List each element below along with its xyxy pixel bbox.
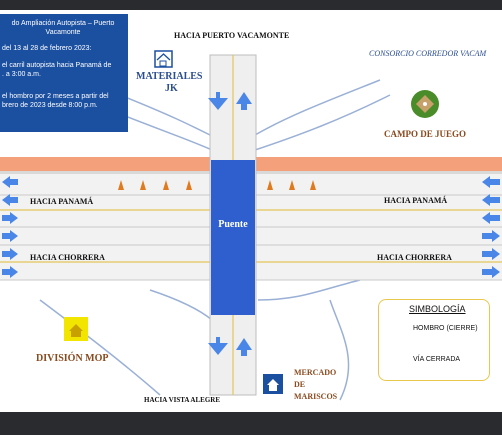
access-curve	[119, 94, 211, 136]
legend-title: SIMBOLOGÍA	[409, 304, 466, 314]
label-mercado-3: MARISCOS	[294, 392, 338, 401]
cone-icon	[118, 180, 124, 190]
info-line1: del 13 al 28 de febrero 2023:	[2, 45, 92, 52]
arrow-right-icon	[2, 212, 18, 224]
arrow-up-icon	[236, 92, 252, 110]
legend-item-shoulder: HOMBRO (CIERRE)	[413, 325, 478, 332]
info-line3a: el hombro por 2 meses a partir del	[2, 93, 109, 100]
access-curve	[329, 299, 350, 401]
arrow-left-icon	[482, 212, 500, 224]
cone-icon	[186, 180, 192, 190]
label-hacia-vista: HACIA VISTA ALEGRE	[144, 396, 220, 404]
bridge	[211, 160, 255, 315]
house-icon	[154, 50, 173, 68]
access-curve	[39, 299, 161, 396]
screen-bar	[0, 412, 502, 435]
house-icon	[263, 374, 283, 394]
arrow-left-icon	[482, 176, 500, 188]
info-line3b: brero de 2023 desde 8:00 p.m.	[2, 102, 98, 109]
info-box: do Ampliación Autopista – Puerto Vacamon…	[0, 14, 128, 132]
access-curve	[254, 79, 381, 136]
label-materiales-jk: JK	[165, 83, 178, 94]
arrow-down-icon	[208, 337, 228, 355]
legend-item-closed: VÍA CERRADA	[413, 356, 461, 363]
info-title-2: Vacamonte	[45, 29, 81, 36]
info-title-1: do Ampliación Autopista – Puerto	[11, 20, 115, 27]
arrow-right-icon	[482, 230, 500, 242]
arrow-left-icon	[2, 194, 18, 206]
label-hacia-panama-right: HACIA PANAMÁ	[384, 196, 448, 205]
label-hacia-panama-left: HACIA PANAMÁ	[30, 197, 94, 206]
label-puente: Puente	[218, 219, 248, 230]
cone-icon	[140, 180, 146, 190]
access-curve	[254, 94, 391, 151]
label-division: DIVISIÓN MOP	[36, 353, 109, 364]
info-line2b: . a 3:00 a.m.	[2, 71, 41, 78]
baseball-field-icon	[411, 90, 439, 118]
label-consorcio: CONSORCIO CORREDOR VACAM	[369, 49, 487, 58]
label-mercado-1: MERCADO	[294, 368, 337, 377]
arrow-right-icon	[2, 266, 18, 278]
label-campo: CAMPO DE JUEGO	[384, 129, 466, 139]
cone-icon	[289, 180, 295, 190]
label-hacia-chorrera-left: HACIA CHORRERA	[30, 253, 105, 262]
arrow-down-icon	[208, 92, 228, 110]
label-hacia-puerto: HACIA PUERTO VACAMONTE	[174, 31, 290, 40]
arrow-right-icon	[2, 248, 18, 260]
arrow-right-icon	[482, 248, 500, 260]
cones	[118, 180, 316, 190]
cone-icon	[163, 180, 169, 190]
arrow-up-icon	[236, 338, 252, 356]
house-icon	[64, 317, 88, 341]
label-mercado-2: DE	[294, 380, 306, 389]
arrow-right-icon	[2, 230, 18, 242]
access-curve	[149, 289, 213, 321]
access-curve	[257, 279, 361, 301]
screen-bar	[0, 0, 502, 10]
label-hacia-chorrera-right: HACIA CHORRERA	[377, 253, 452, 262]
arrow-right-icon	[482, 266, 500, 278]
info-line2a: el carril autopista hacia Panamá de	[2, 62, 112, 69]
arrow-left-icon	[482, 194, 500, 206]
label-materiales: MATERIALES	[136, 71, 203, 82]
cone-icon	[310, 180, 316, 190]
arrow-left-icon	[2, 176, 18, 188]
cone-icon	[267, 180, 273, 190]
legend: SIMBOLOGÍA HOMBRO (CIERRE) VÍA CERRADA	[378, 299, 490, 381]
